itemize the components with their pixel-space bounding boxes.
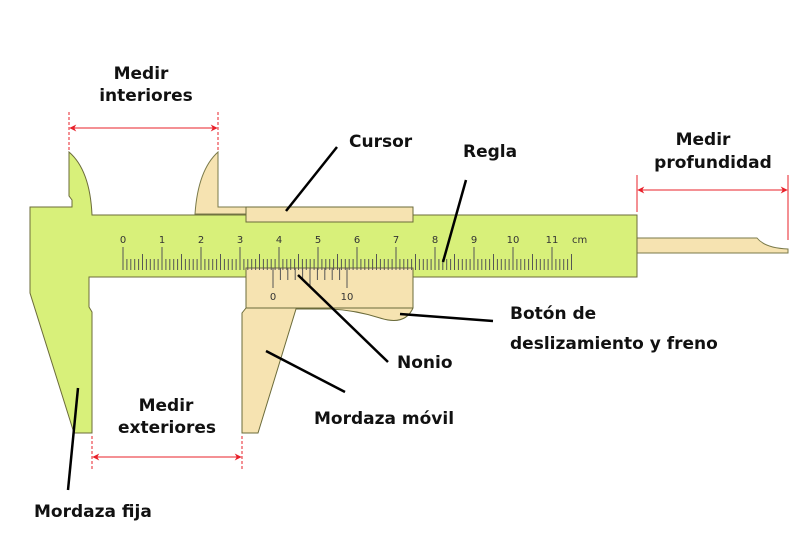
cursor-top <box>245 206 414 223</box>
leader-lines <box>66 146 494 491</box>
label-medir-interiores-1: Medir <box>114 64 169 84</box>
label-medir-interiores-2: interiores <box>99 86 193 106</box>
main-scale-number: 11 <box>546 235 559 246</box>
label-cursor: Cursor <box>349 132 413 152</box>
dimension-guides <box>68 112 789 470</box>
main-scale-ticks <box>122 247 572 270</box>
main-scale-number: 0 <box>120 235 126 246</box>
main-scale-number: 1 <box>159 235 165 246</box>
main-scale-number: 8 <box>432 235 438 246</box>
label-medir-profundidad-1: Medir <box>676 130 731 150</box>
label-mordaza-fija: Mordaza fija <box>34 502 152 522</box>
label-nonio: Nonio <box>397 353 453 373</box>
moving-upper-jaw <box>194 150 251 215</box>
vernier-number-10: 10 <box>341 292 354 303</box>
vernier-ticks <box>272 268 348 288</box>
main-scale-number: 6 <box>354 235 360 246</box>
label-medir-profundidad-2: profundidad <box>654 153 772 173</box>
main-scale-numbers: 0 1 2 3 4 5 6 7 8 9 10 11 <box>120 235 559 246</box>
vernier-number-0: 0 <box>270 292 276 303</box>
main-scale-number: 7 <box>393 235 399 246</box>
label-medir-exteriores-2: exteriores <box>118 418 216 438</box>
scale-unit: cm <box>572 235 587 246</box>
label-mordaza-movil: Mordaza móvil <box>314 409 454 429</box>
main-scale-number: 3 <box>237 235 243 246</box>
main-scale-number: 9 <box>471 235 477 246</box>
main-scale-number: 2 <box>198 235 204 246</box>
depth-rod <box>629 237 789 254</box>
main-scale-number: 10 <box>507 235 520 246</box>
fixed-jaw-and-beam <box>29 150 638 434</box>
label-boton-2: deslizamiento y freno <box>510 334 718 354</box>
label-medir-exteriores-1: Medir <box>139 396 194 416</box>
main-scale-number: 5 <box>315 235 321 246</box>
label-regla: Regla <box>463 142 517 162</box>
label-boton-1: Botón de <box>510 304 596 324</box>
main-scale-number: 4 <box>276 235 282 246</box>
